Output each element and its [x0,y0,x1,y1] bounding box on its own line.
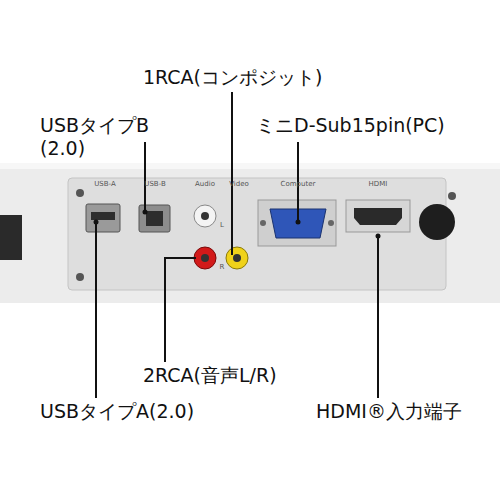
device-body [0,163,500,303]
side-vent [0,215,22,260]
screw [76,273,84,281]
leader-line [231,92,233,255]
port-panel [68,178,446,290]
body-edge [0,163,500,169]
leader-dot [376,234,381,239]
leader-line [95,222,97,398]
usb-a-slot [91,212,115,220]
screw [448,192,456,200]
port-label: 2RCA(音声L/R) [143,364,343,387]
panel-marking: USB-A [86,181,124,188]
panel-marking: Audio [186,181,224,188]
hdmi-frame [346,200,410,232]
panel-marking: Computer [270,181,326,188]
vga-screw [328,220,334,226]
port-label: USBタイプB (2.0) [40,114,172,160]
video-jack [226,247,248,269]
usb-b-slot [146,211,163,226]
usb-a-port [86,204,120,232]
sensor-window [419,204,455,240]
port-label: 1RCA(コンポジット) [143,66,343,89]
port-label: USBタイプA(2.0) [40,400,240,423]
panel-marking: R [217,264,227,271]
panel-marking: L [217,222,227,229]
leader-dot [143,210,148,215]
panel-marking: Video [220,181,258,188]
jack-hole [233,254,241,262]
jack-hole [201,212,209,220]
vga-screw [260,220,266,226]
leader-line [377,236,379,398]
panel-marking: USB-B [136,181,174,188]
leader-dot [94,220,99,225]
panel-marking: HDMI [358,181,398,188]
port-label: ミニD-Sub15pin(PC) [256,114,486,137]
audio-r-jack [194,247,216,269]
jack-hole [201,254,209,262]
port-label: HDMI®入力端子 [316,400,496,423]
leader-dot [296,220,301,225]
screw [76,189,84,197]
leader-line [165,258,196,362]
leader-line [144,142,146,212]
audio-l-jack [194,205,216,227]
hdmi-port [354,208,402,225]
usb-b-port [139,205,170,232]
